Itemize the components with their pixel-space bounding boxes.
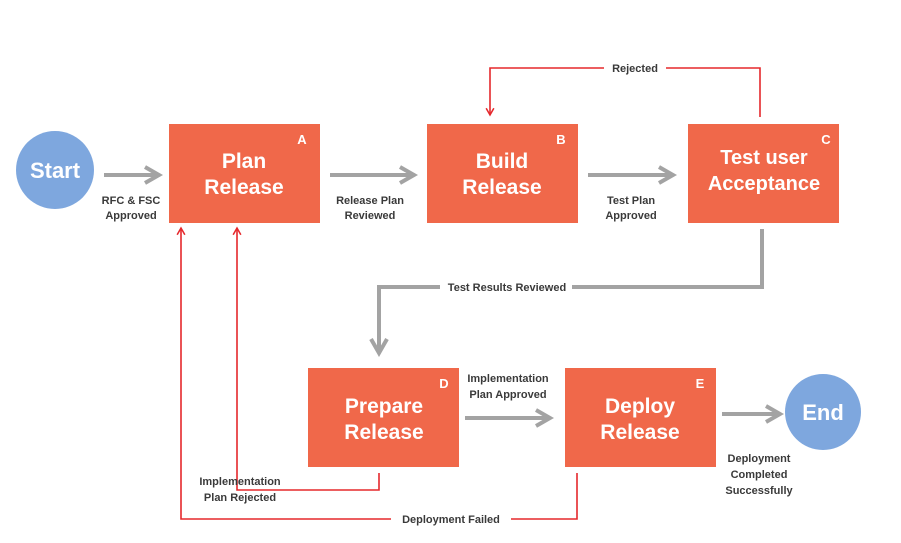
step-title-line-2: Release bbox=[600, 421, 679, 444]
edge-label-deploy-to-end: Deployment Completed Successfully bbox=[725, 453, 793, 497]
edge-label-line: Approved bbox=[105, 210, 156, 222]
edge-label-line: Deployment bbox=[728, 453, 791, 465]
step-letter: D bbox=[439, 376, 448, 391]
end-label: End bbox=[802, 400, 844, 425]
edge-label-line: Reviewed bbox=[345, 210, 396, 222]
step-deploy-release: E Deploy Release bbox=[565, 368, 716, 467]
edge-label-line: Deployment Failed bbox=[402, 514, 500, 526]
step-title-line-2: Release bbox=[344, 421, 423, 444]
edge-label-line: Test Plan bbox=[607, 195, 655, 207]
step-box bbox=[308, 368, 459, 467]
step-prepare-release: D Prepare Release bbox=[308, 368, 459, 467]
edge-label-plan-to-build: Release Plan Reviewed bbox=[336, 195, 404, 222]
edge-label-deployment-failed: Deployment Failed bbox=[402, 514, 500, 526]
arrow-prepare-rejected-to-plan bbox=[232, 226, 380, 491]
label-bg-deployment-failed bbox=[391, 511, 511, 527]
step-build-release: B Build Release bbox=[427, 124, 578, 223]
edge-label-start-to-plan: RFC & FSC Approved bbox=[102, 195, 161, 222]
edge-label-build-to-test: Test Plan Approved bbox=[605, 195, 656, 222]
end-terminal: End bbox=[785, 374, 861, 450]
edge-label-prepare-to-deploy: Implementation Plan Approved bbox=[467, 373, 549, 401]
step-letter: C bbox=[821, 132, 831, 147]
start-label: Start bbox=[30, 158, 81, 183]
edge-label-test-to-prepare: Test Results Reviewed bbox=[448, 282, 566, 294]
step-title-line-2: Release bbox=[204, 176, 283, 199]
arrow-deploy-failed-to-plan bbox=[176, 226, 578, 520]
step-box bbox=[427, 124, 578, 223]
edge-label-line: Completed bbox=[731, 469, 788, 481]
edge-label-line: Release Plan bbox=[336, 195, 404, 207]
label-bg-test-results bbox=[440, 279, 572, 295]
step-test-user-acceptance: C Test user Acceptance bbox=[688, 124, 839, 223]
edge-label-prepare-rejected: Implementation Plan Rejected bbox=[199, 476, 281, 504]
edge-label-line: Implementation bbox=[199, 476, 281, 488]
label-bg-rejected bbox=[604, 60, 666, 76]
edge-label-line: Successfully bbox=[725, 485, 793, 497]
edge-label-line: Test Results Reviewed bbox=[448, 282, 566, 294]
step-title-line-2: Release bbox=[462, 176, 541, 199]
end-circle bbox=[785, 374, 861, 450]
step-title-line-1: Plan bbox=[222, 150, 266, 173]
step-title-line-1: Deploy bbox=[605, 395, 675, 418]
step-title-line-1: Build bbox=[476, 150, 529, 173]
step-box bbox=[169, 124, 320, 223]
step-title-line-1: Prepare bbox=[345, 395, 423, 418]
edge-label-line: Rejected bbox=[612, 63, 658, 75]
step-letter: B bbox=[556, 132, 565, 147]
edge-label-test-rejected: Rejected bbox=[612, 63, 658, 75]
step-plan-release: A Plan Release bbox=[169, 124, 320, 223]
step-title-line-2: Acceptance bbox=[708, 173, 820, 195]
step-title-line-1: Test user bbox=[720, 147, 808, 169]
step-box bbox=[565, 368, 716, 467]
start-terminal: Start bbox=[16, 131, 94, 209]
step-letter: E bbox=[696, 376, 705, 391]
edge-label-line: Implementation bbox=[467, 373, 549, 385]
edge-label-line: Plan Approved bbox=[469, 389, 546, 401]
edge-label-line: Approved bbox=[605, 210, 656, 222]
edge-label-line: Plan Rejected bbox=[204, 492, 276, 504]
edge-label-line: RFC & FSC bbox=[102, 195, 161, 207]
step-box bbox=[688, 124, 839, 223]
step-letter: A bbox=[297, 132, 307, 147]
start-circle bbox=[16, 131, 94, 209]
